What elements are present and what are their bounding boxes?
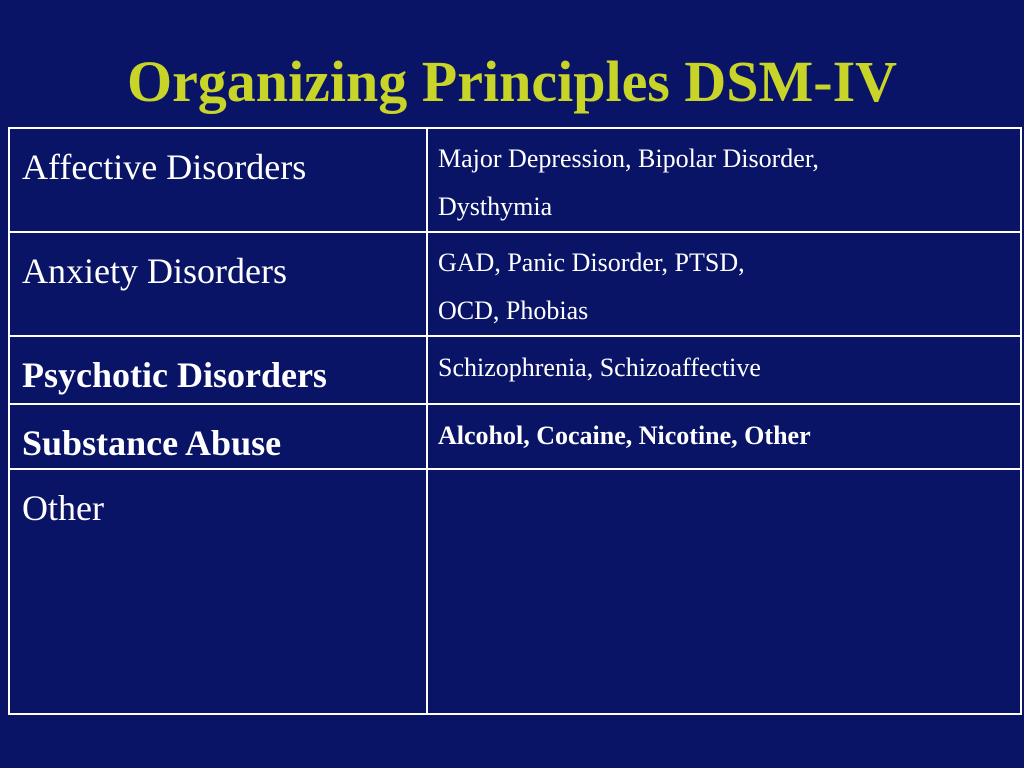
table-row: Affective Disorders Major Depression, Bi… — [8, 127, 1022, 233]
disorders-table: Affective Disorders Major Depression, Bi… — [8, 127, 1022, 715]
examples-cell-empty — [426, 468, 1022, 715]
examples-line: Schizophrenia, Schizoaffective — [438, 353, 761, 382]
table-row: Other — [8, 468, 1022, 715]
category-cell: Substance Abuse — [8, 403, 428, 470]
slide-title: Organizing Principles DSM-IV — [126, 49, 898, 114]
examples-line: Alcohol, Cocaine, Nicotine, Other — [438, 421, 811, 450]
examples-line: Major Depression, Bipolar Disorder, — [438, 144, 819, 173]
examples-line: Dysthymia — [438, 192, 553, 221]
category-cell: Other — [8, 468, 428, 715]
examples-cell: Major Depression, Bipolar Disorder, Dyst… — [426, 127, 1022, 233]
table-row: Psychotic Disorders Schizophrenia, Schiz… — [8, 335, 1022, 405]
examples-line: GAD, Panic Disorder, PTSD, — [438, 248, 745, 277]
category-cell: Psychotic Disorders — [8, 335, 428, 405]
category-cell: Affective Disorders — [8, 127, 428, 233]
examples-cell: GAD, Panic Disorder, PTSD, OCD, Phobias — [426, 231, 1022, 337]
examples-cell: Schizophrenia, Schizoaffective — [426, 335, 1022, 405]
examples-line: OCD, Phobias — [438, 296, 589, 325]
examples-cell: Alcohol, Cocaine, Nicotine, Other — [426, 403, 1022, 470]
category-cell: Anxiety Disorders — [8, 231, 428, 337]
table-row: Substance Abuse Alcohol, Cocaine, Nicoti… — [8, 403, 1022, 470]
table-row: Anxiety Disorders GAD, Panic Disorder, P… — [8, 231, 1022, 337]
